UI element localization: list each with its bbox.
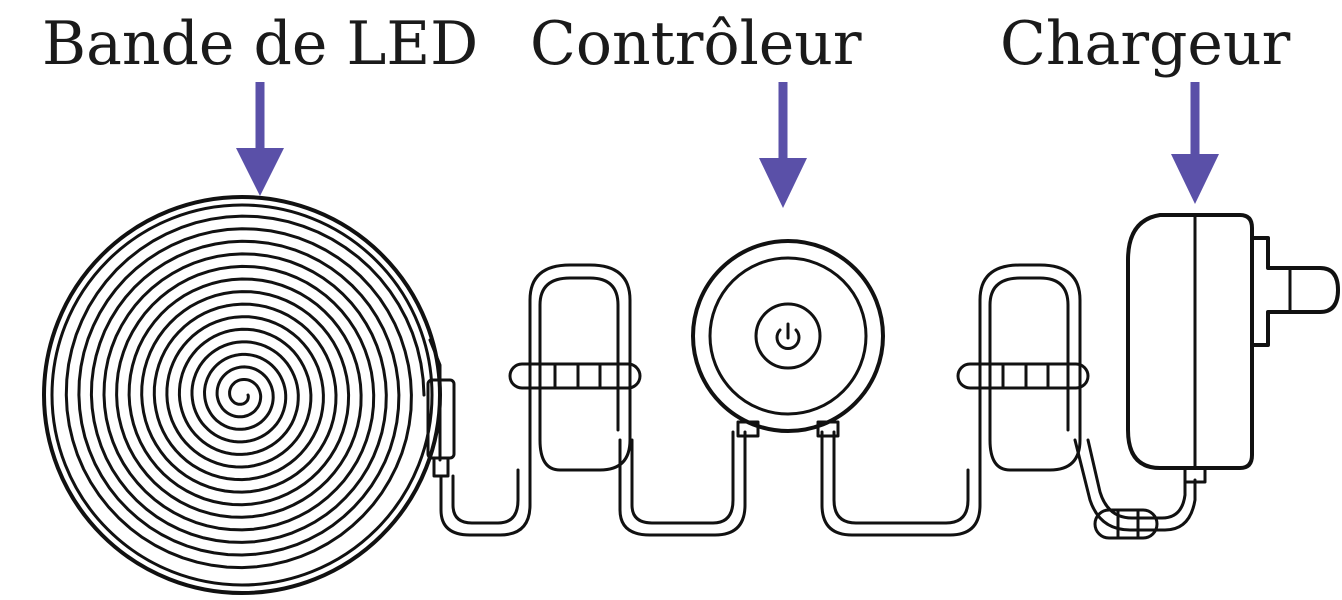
cable [439,263,1197,537]
arrow-led-strip [236,82,284,196]
power-icon [754,302,822,370]
controller-device [691,239,885,438]
led-strip-coil [42,195,442,595]
charger-device [1126,213,1340,484]
arrow-controller [759,82,807,208]
charger-label: Chargeur [1000,9,1291,79]
cable-clip-2 [956,362,1090,390]
arrow-charger [1171,82,1219,204]
controller-label: Contrôleur [530,9,862,79]
led-strip-label: Bande de LED [42,9,479,79]
cable-clip-1 [508,362,642,390]
cable-clip-3 [1093,508,1159,540]
